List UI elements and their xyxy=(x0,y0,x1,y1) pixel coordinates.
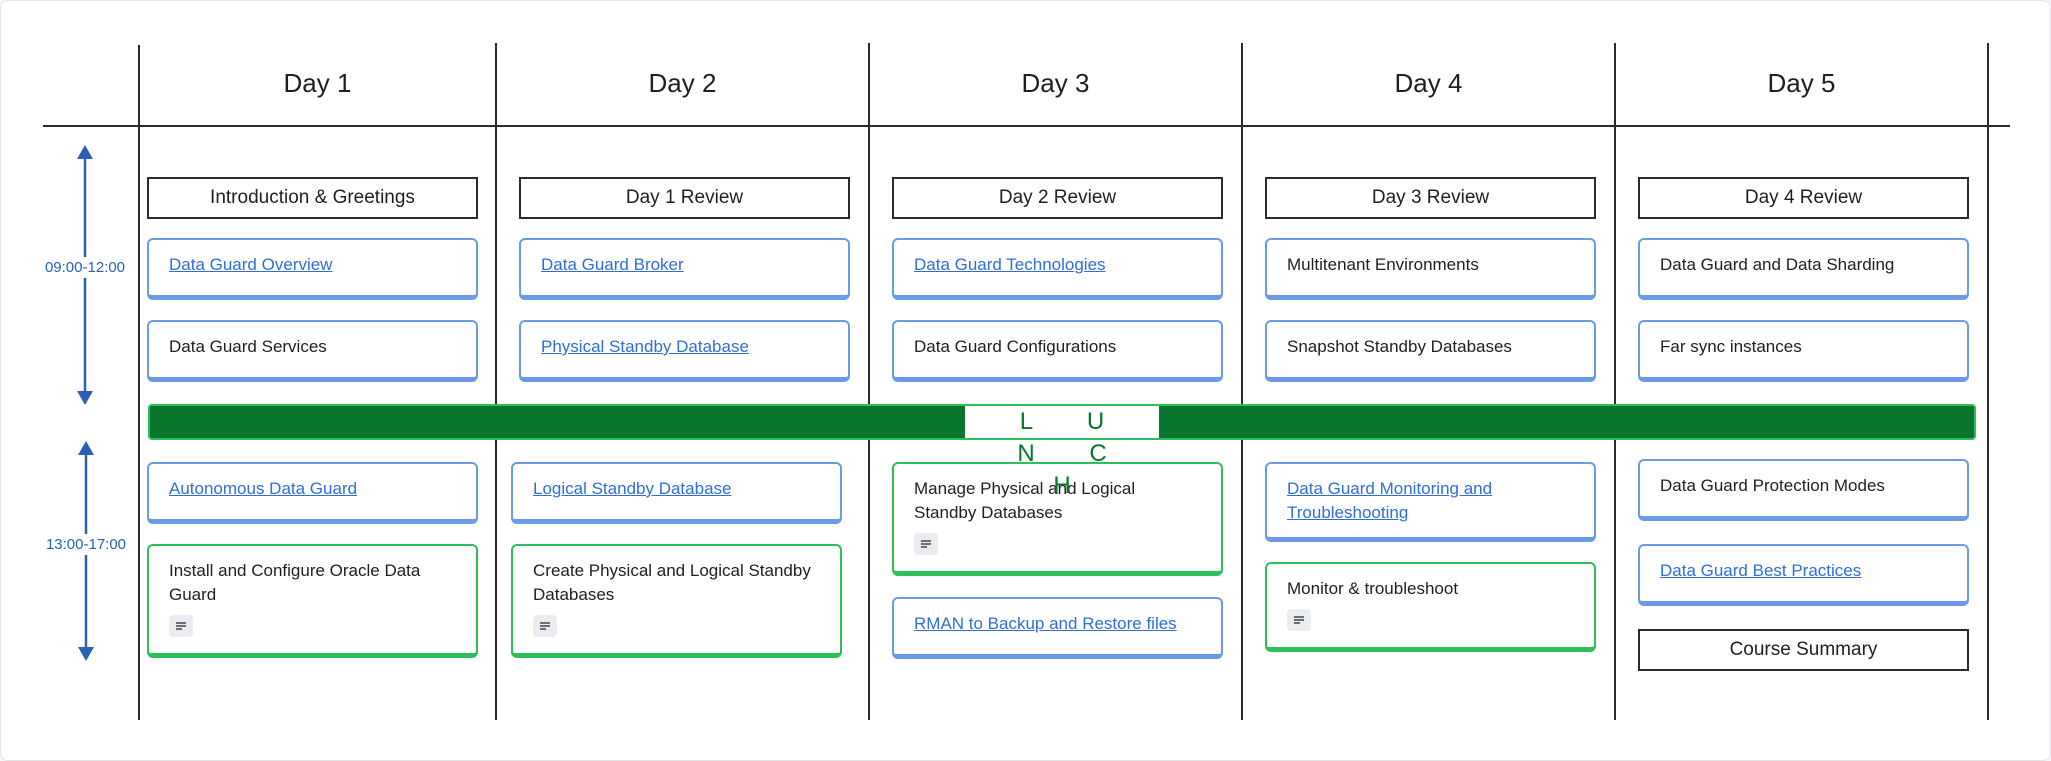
session-card[interactable]: Data Guard and Data Sharding xyxy=(1638,238,1969,300)
session-link[interactable]: Autonomous Data Guard xyxy=(169,479,358,498)
session-card[interactable]: RMAN to Backup and Restore files xyxy=(892,597,1223,659)
intro-greetings-box[interactable]: Introduction & Greetings xyxy=(147,177,478,219)
day-review-box[interactable]: Day 3 Review xyxy=(1265,177,1596,219)
lunch-label: L U N C H xyxy=(965,406,1159,499)
session-link[interactable]: RMAN to Backup and Restore files xyxy=(914,614,1177,633)
session-title: Data Guard Protection Modes xyxy=(1660,476,1885,495)
grid-line xyxy=(1987,43,1989,720)
session-title: Data Guard Services xyxy=(169,337,327,356)
session-link[interactable]: Data Guard Technologies xyxy=(914,255,1106,274)
session-link[interactable]: Data Guard Broker xyxy=(541,255,684,274)
grid-line xyxy=(1614,43,1616,720)
session-title: Monitor & troubleshoot xyxy=(1287,579,1459,598)
session-link[interactable]: Data Guard Best Practices xyxy=(1660,561,1862,580)
session-link[interactable]: Data Guard Monitoring and Troubleshootin… xyxy=(1287,479,1493,522)
day-review-box[interactable]: Day 4 Review xyxy=(1638,177,1969,219)
session-title: Far sync instances xyxy=(1660,337,1802,356)
session-card[interactable]: Monitor & troubleshoot xyxy=(1265,562,1596,652)
day-1-header: Day 1 xyxy=(283,68,352,98)
session-card[interactable]: Data Guard Broker xyxy=(519,238,850,300)
session-card[interactable]: Data Guard Services xyxy=(147,320,478,382)
course-summary-box[interactable]: Course Summary xyxy=(1638,629,1969,671)
session-card[interactable]: Data Guard Technologies xyxy=(892,238,1223,300)
session-card[interactable]: Multitenant Environments xyxy=(1265,238,1596,300)
notes-icon[interactable] xyxy=(169,615,193,637)
day-review-box[interactable]: Day 1 Review xyxy=(519,177,850,219)
session-card[interactable]: Logical Standby Database xyxy=(511,462,842,524)
session-card[interactable]: Data Guard Configurations xyxy=(892,320,1223,382)
session-title: Snapshot Standby Databases xyxy=(1287,337,1512,356)
session-card[interactable]: Data Guard Protection Modes xyxy=(1638,459,1969,521)
session-card[interactable]: Snapshot Standby Databases xyxy=(1265,320,1596,382)
session-card[interactable]: Data Guard Overview xyxy=(147,238,478,300)
session-link[interactable]: Physical Standby Database xyxy=(541,337,749,356)
day-2-header: Day 2 xyxy=(648,68,717,98)
notes-icon[interactable] xyxy=(1287,609,1311,631)
session-title: Manage Physical and Logical Standby Data… xyxy=(914,479,1136,522)
session-title: Multitenant Environments xyxy=(1287,255,1479,274)
session-card[interactable]: Autonomous Data Guard xyxy=(147,462,478,524)
session-title: Install and Configure Oracle Data Guard xyxy=(169,561,421,604)
session-title: Create Physical and Logical Standby Data… xyxy=(533,561,811,604)
session-card[interactable]: Create Physical and Logical Standby Data… xyxy=(511,544,842,658)
grid-line xyxy=(138,45,140,720)
session-link[interactable]: Data Guard Overview xyxy=(169,255,333,274)
afternoon-time-label: 13:00-17:00 xyxy=(41,534,131,555)
session-title: Data Guard and Data Sharding xyxy=(1660,255,1895,274)
day-review-box[interactable]: Day 2 Review xyxy=(892,177,1223,219)
session-card[interactable]: Manage Physical and Logical Standby Data… xyxy=(892,462,1223,576)
session-card[interactable]: Physical Standby Database xyxy=(519,320,850,382)
session-title: Data Guard Configurations xyxy=(914,337,1117,356)
session-card[interactable]: Far sync instances xyxy=(1638,320,1969,382)
day-4-header: Day 4 xyxy=(1394,68,1463,98)
notes-icon[interactable] xyxy=(914,533,938,555)
grid-line xyxy=(1241,43,1243,720)
session-card[interactable]: Install and Configure Oracle Data Guard xyxy=(147,544,478,658)
notes-icon[interactable] xyxy=(533,615,557,637)
session-card[interactable]: Data Guard Best Practices xyxy=(1638,544,1969,606)
morning-time-label: 09:00-12:00 xyxy=(40,257,130,278)
day-3-header: Day 3 xyxy=(1021,68,1090,98)
day-5-header: Day 5 xyxy=(1767,68,1836,98)
header-divider xyxy=(43,125,2010,127)
grid-line xyxy=(495,43,497,720)
session-card[interactable]: Data Guard Monitoring and Troubleshootin… xyxy=(1265,462,1596,542)
session-link[interactable]: Logical Standby Database xyxy=(533,479,732,498)
grid-line xyxy=(868,43,870,720)
